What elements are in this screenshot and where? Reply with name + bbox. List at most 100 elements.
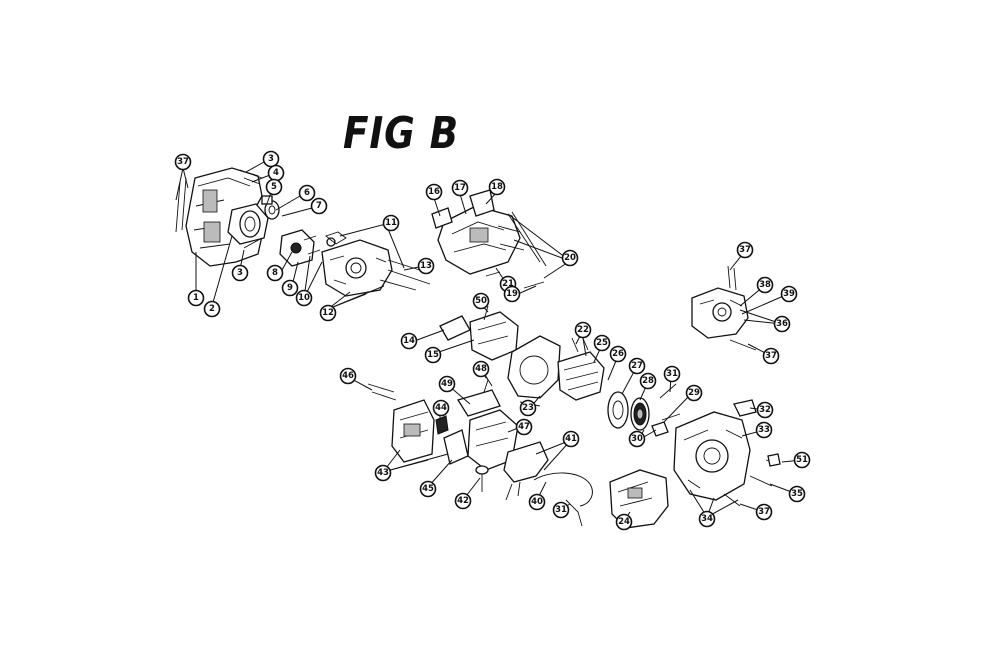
callout-51: 51 bbox=[793, 451, 811, 469]
callout-label: 22 bbox=[577, 325, 589, 335]
callout-27: 27 bbox=[628, 357, 646, 375]
callout-15: 15 bbox=[424, 346, 442, 364]
handle-drawing bbox=[609, 469, 669, 529]
callout-label: 18 bbox=[491, 182, 503, 192]
callout-label: 28 bbox=[642, 376, 654, 386]
callout-label: 50 bbox=[475, 296, 487, 306]
callout-34: 34 bbox=[698, 510, 716, 528]
callout-10: 10 bbox=[295, 289, 313, 307]
callout-label: 3 bbox=[268, 154, 274, 164]
callout-label: 9 bbox=[287, 283, 293, 293]
callout-31: 31 bbox=[552, 501, 570, 519]
upper-housing-drawing bbox=[431, 189, 547, 289]
callout-label: 8 bbox=[272, 268, 278, 278]
callout-26: 26 bbox=[609, 345, 627, 363]
callout-2: 2 bbox=[203, 300, 221, 318]
callout-6: 6 bbox=[298, 184, 316, 202]
callout-47: 47 bbox=[515, 418, 533, 436]
callout-3: 3 bbox=[231, 264, 249, 282]
callout-label: 14 bbox=[403, 336, 415, 346]
callout-14: 14 bbox=[400, 332, 418, 350]
callout-label: 45 bbox=[422, 484, 434, 494]
callout-label: 32 bbox=[759, 405, 771, 415]
callout-label: 4 bbox=[273, 168, 279, 178]
callout-label: 10 bbox=[298, 293, 310, 303]
callout-44: 44 bbox=[432, 399, 450, 417]
callout-16: 16 bbox=[425, 183, 443, 201]
callout-label: 5 bbox=[271, 182, 277, 192]
callout-22: 22 bbox=[574, 321, 592, 339]
callout-label: 40 bbox=[531, 497, 543, 507]
callout-label: 19 bbox=[506, 289, 518, 299]
callout-label: 20 bbox=[564, 253, 576, 263]
callout-37: 37 bbox=[755, 503, 773, 521]
callout-7: 7 bbox=[310, 197, 328, 215]
callout-label: 27 bbox=[631, 361, 643, 371]
callout-32: 32 bbox=[756, 401, 774, 419]
callout-18: 18 bbox=[488, 178, 506, 196]
callout-48: 48 bbox=[472, 360, 490, 378]
callout-4: 4 bbox=[267, 164, 285, 182]
throttle-drawing bbox=[503, 441, 593, 527]
callout-28: 28 bbox=[639, 372, 657, 390]
clutch-drawing bbox=[607, 383, 681, 437]
callout-3: 3 bbox=[262, 150, 280, 168]
callout-23: 23 bbox=[519, 399, 537, 417]
callout-label: 30 bbox=[631, 434, 643, 444]
callout-40: 40 bbox=[528, 493, 546, 511]
gear-housing-drawing bbox=[673, 399, 781, 507]
fan-housing-drawing bbox=[175, 167, 269, 267]
callout-label: 46 bbox=[342, 371, 354, 381]
callout-label: 7 bbox=[316, 201, 322, 211]
callout-label: 44 bbox=[435, 403, 447, 413]
callout-label: 23 bbox=[522, 403, 534, 413]
callout-label: 41 bbox=[565, 434, 577, 444]
callout-37: 37 bbox=[736, 241, 754, 259]
callout-43: 43 bbox=[374, 464, 392, 482]
callout-13: 13 bbox=[417, 257, 435, 275]
callout-39: 39 bbox=[780, 285, 798, 303]
callout-46: 46 bbox=[339, 367, 357, 385]
trimmer-head-drawing bbox=[691, 265, 757, 351]
callout-label: 29 bbox=[688, 388, 700, 398]
callout-label: 21 bbox=[502, 279, 514, 289]
callout-12: 12 bbox=[319, 304, 337, 322]
callout-label: 51 bbox=[796, 455, 808, 465]
callout-25: 25 bbox=[593, 334, 611, 352]
callout-label: 17 bbox=[454, 183, 466, 193]
bracket-drawing bbox=[279, 229, 336, 267]
callout-35: 35 bbox=[788, 485, 806, 503]
callout-label: 33 bbox=[758, 425, 770, 435]
callout-11: 11 bbox=[382, 214, 400, 232]
callout-label: 31 bbox=[555, 505, 567, 515]
callout-label: 3 bbox=[237, 268, 243, 278]
callout-label: 34 bbox=[701, 514, 713, 524]
callout-label: 1 bbox=[193, 293, 199, 303]
callout-label: 24 bbox=[618, 517, 630, 527]
callout-label: 37 bbox=[765, 351, 777, 361]
callout-label: 37 bbox=[739, 245, 751, 255]
callout-38: 38 bbox=[756, 276, 774, 294]
callout-17: 17 bbox=[451, 179, 469, 197]
callout-29: 29 bbox=[685, 384, 703, 402]
callout-label: 25 bbox=[596, 338, 608, 348]
callout-label: 47 bbox=[518, 422, 530, 432]
callout-label: 49 bbox=[441, 379, 453, 389]
callout-9: 9 bbox=[281, 279, 299, 297]
starter-pulley-drawing bbox=[239, 169, 280, 249]
callout-label: 43 bbox=[377, 468, 389, 478]
callout-41: 41 bbox=[562, 430, 580, 448]
callout-5: 5 bbox=[265, 178, 283, 196]
engine-block-drawing bbox=[507, 335, 605, 407]
callout-20: 20 bbox=[561, 249, 579, 267]
callout-50: 50 bbox=[472, 292, 490, 310]
callout-label: 39 bbox=[783, 289, 795, 299]
callout-8: 8 bbox=[266, 264, 284, 282]
callout-49: 49 bbox=[438, 375, 456, 393]
callout-label: 26 bbox=[612, 349, 624, 359]
figure-title: FIG B bbox=[343, 108, 459, 159]
callout-42: 42 bbox=[454, 492, 472, 510]
callouts: 37 3 4 5 6 7 3 8 9 10 11 12 13 1 2 16 17… bbox=[174, 150, 811, 531]
callout-19: 19 bbox=[503, 285, 521, 303]
